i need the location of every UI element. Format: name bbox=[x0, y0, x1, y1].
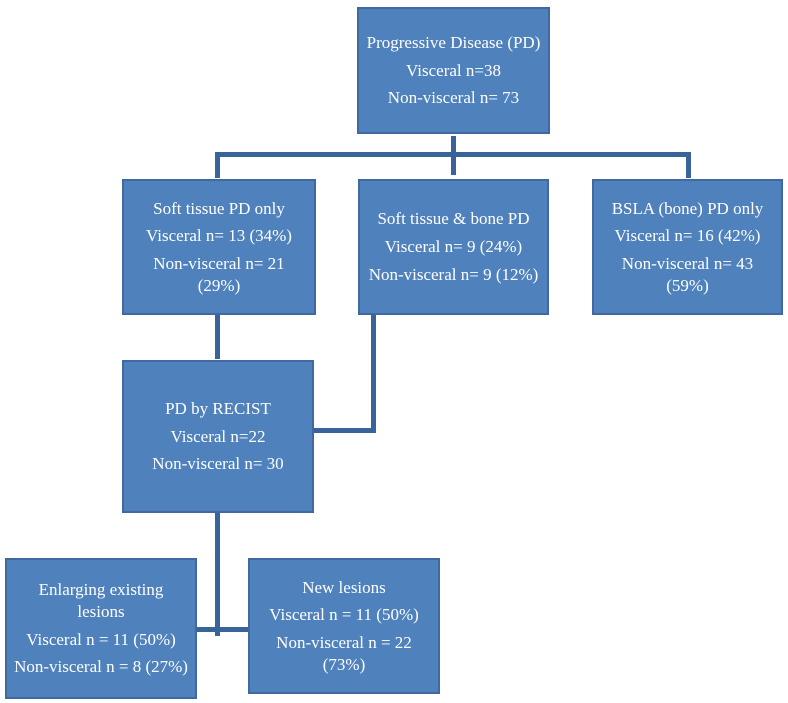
connector-branch-horizontal bbox=[215, 152, 691, 157]
node-title: Soft tissue & bone PD bbox=[377, 209, 530, 229]
connector-lesions-link bbox=[197, 627, 248, 632]
connector-drop-bsla bbox=[686, 152, 691, 178]
connector-recist-down bbox=[215, 513, 220, 636]
connector-softbone-to-recist bbox=[314, 428, 376, 433]
node-new-lesions: New lesions Visceral n = 11 (50%) Non-vi… bbox=[248, 558, 440, 694]
non-visceral-stat: Non-visceral n= 73 bbox=[387, 88, 520, 108]
connector-soft-to-recist bbox=[215, 315, 220, 359]
visceral-stat: Visceral n=38 bbox=[406, 60, 501, 80]
visceral-stat: Visceral n=22 bbox=[170, 426, 266, 446]
visceral-stat: Visceral n = 11 (50%) bbox=[269, 605, 419, 625]
node-soft-tissue-pd-only: Soft tissue PD only Visceral n= 13 (34%)… bbox=[122, 179, 316, 315]
visceral-stat: Visceral n= 16 (42%) bbox=[614, 226, 761, 246]
non-visceral-stat: Non-visceral n= 43 (59%) bbox=[621, 254, 754, 295]
connector-softbone-down bbox=[371, 315, 376, 433]
non-visceral-stat: Non-visceral n= 9 (12%) bbox=[368, 264, 539, 284]
non-visceral-stat: Non-visceral n= 21 (29%) bbox=[153, 254, 285, 295]
node-title: New lesions bbox=[302, 577, 386, 597]
non-visceral-stat: Non-visceral n = 8 (27%) bbox=[14, 657, 188, 677]
node-title: PD by RECIST bbox=[165, 398, 271, 418]
node-pd-by-recist: PD by RECIST Visceral n=22 Non-visceral … bbox=[122, 360, 314, 513]
node-soft-tissue-and-bone-pd: Soft tissue & bone PD Visceral n= 9 (24%… bbox=[358, 179, 549, 315]
visceral-stat: Visceral n = 11 (50%) bbox=[26, 629, 176, 649]
non-visceral-stat: Non-visceral n = 22 (73%) bbox=[276, 633, 412, 674]
node-title: Enlarging existing lesions bbox=[38, 580, 164, 621]
node-bsla-bone-pd-only: BSLA (bone) PD only Visceral n= 16 (42%)… bbox=[592, 179, 783, 315]
node-enlarging-existing-lesions: Enlarging existing lesions Visceral n = … bbox=[5, 558, 197, 699]
visceral-stat: Visceral n= 13 (34%) bbox=[146, 226, 292, 246]
node-title: BSLA (bone) PD only bbox=[611, 198, 764, 218]
non-visceral-stat: Non-visceral n= 30 bbox=[152, 454, 284, 474]
node-title: Soft tissue PD only bbox=[153, 198, 285, 218]
connector-drop-soft-tissue bbox=[215, 152, 220, 178]
node-progressive-disease: Progressive Disease (PD) Visceral n=38 N… bbox=[357, 7, 550, 134]
node-title: Progressive Disease (PD) bbox=[366, 32, 541, 52]
visceral-stat: Visceral n= 9 (24%) bbox=[384, 237, 523, 257]
